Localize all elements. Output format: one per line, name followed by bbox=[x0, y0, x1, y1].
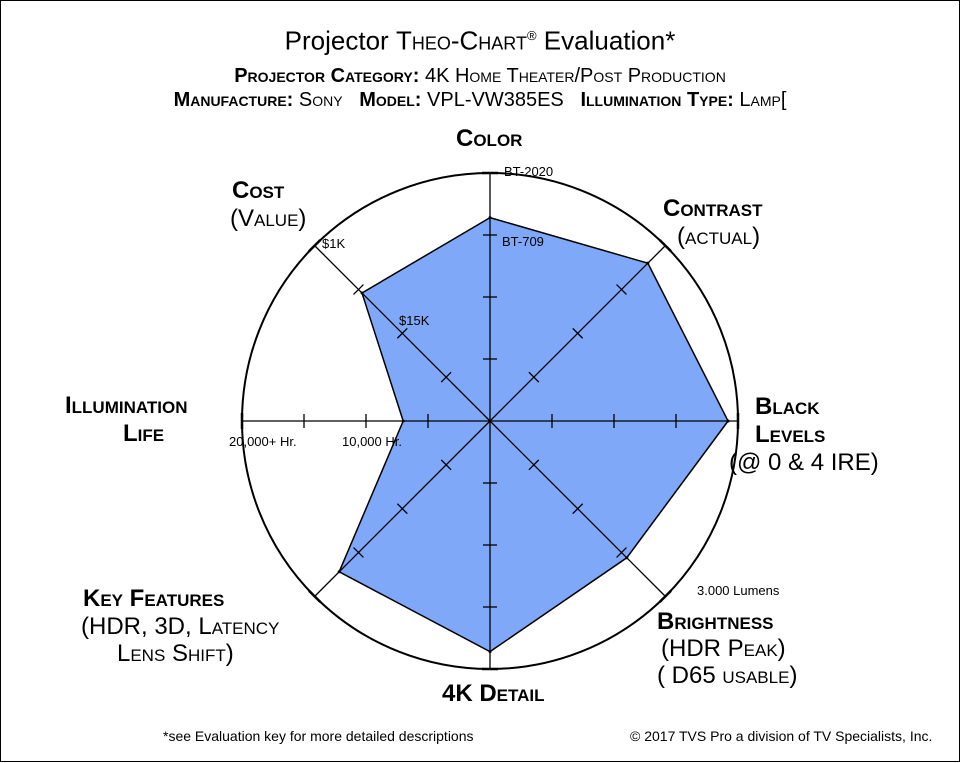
category-line: Projector Category: 4K Home Theater/Post… bbox=[1, 65, 959, 87]
tick-mark-cost-2 bbox=[396, 327, 408, 339]
axis-title-brightness-sub2: ( D65 usable) bbox=[657, 662, 797, 690]
radar-tick-label-layer: BT-2020 BT-709 $1K $15K 20,000+ Hr. 10,0… bbox=[229, 164, 780, 598]
axis-title-black: Black bbox=[755, 393, 820, 421]
tick-mark-brightness-4 bbox=[658, 589, 672, 603]
radar-axes-layer bbox=[240, 171, 740, 671]
axis-title-cost-sub: (Value) bbox=[230, 205, 306, 233]
tick-label-bt709: BT-709 bbox=[502, 234, 544, 249]
tick-mark-brightness-3 bbox=[616, 547, 627, 558]
axis-title-black-levels: Levels bbox=[755, 421, 825, 449]
tick-mark-brightness-1 bbox=[528, 459, 540, 471]
tick-label-lumens: 3.000 Lumens bbox=[697, 583, 780, 598]
tick-mark-cost-1 bbox=[440, 371, 452, 383]
chart-title: Projector Theo-Chart® Evaluation* bbox=[1, 19, 959, 58]
axis-title-color-text: Color bbox=[456, 125, 523, 152]
axis-title-black-levels-text: Levels bbox=[755, 421, 826, 448]
axis-title-brightness-sub1: (HDR Peak) bbox=[661, 635, 786, 663]
axis-title-cost-text: Cost bbox=[232, 177, 285, 204]
tick-mark-key-features-4 bbox=[308, 589, 322, 603]
copyright: © 2017 TVS Pro a division of TV Speciali… bbox=[630, 727, 932, 745]
axis-title-cost: Cost bbox=[232, 177, 284, 205]
category-value: 4K Home Theater/Post Production bbox=[424, 65, 726, 87]
footnote-text: *see Evaluation key for more detailed de… bbox=[163, 728, 474, 744]
axis-title-brightness: Brightness bbox=[657, 608, 774, 636]
axis-title-key-features-subtext1: (HDR, 3D, Latency bbox=[81, 613, 280, 640]
axis-title-contrast-text: Contrast bbox=[663, 195, 763, 222]
copyright-text: © 2017 TVS Pro a division of TV Speciali… bbox=[630, 728, 933, 744]
axis-title-brightness-subtext2: ( D65 usable) bbox=[657, 662, 798, 689]
axis-title-key-features: Key Features bbox=[83, 585, 224, 613]
manufacture-label: Manufacture: bbox=[173, 89, 294, 111]
tick-label-cost-15k: $15K bbox=[399, 313, 430, 328]
manufacture-value: Sony bbox=[298, 89, 343, 111]
axis-title-key-features-sub1: (HDR, 3D, Latency bbox=[81, 613, 279, 641]
illumination-type-value: Lamp[ bbox=[739, 89, 787, 111]
axis-title-illumination-text: Illumination bbox=[65, 392, 188, 419]
tick-mark-key-features-3 bbox=[353, 547, 364, 558]
tick-mark-contrast-1 bbox=[528, 371, 540, 383]
footnote: *see Evaluation key for more detailed de… bbox=[163, 727, 474, 745]
model-label: Model: bbox=[359, 89, 422, 111]
axis-title-contrast-subtext: (actual) bbox=[677, 223, 761, 250]
tick-label-cost-1k: $1K bbox=[322, 236, 345, 251]
tick-mark-contrast-2 bbox=[572, 327, 584, 339]
tick-label-life-10000: 10,000 Hr. bbox=[342, 434, 402, 449]
title-registered-mark: ® bbox=[526, 28, 537, 43]
tick-mark-brightness-2 bbox=[572, 503, 584, 515]
model-value: VPL-VW385ES bbox=[427, 89, 564, 111]
model-line: Manufacture: Sony Model: VPL-VW385ES Ill… bbox=[1, 89, 959, 111]
axis-title-brightness-text: Brightness bbox=[657, 608, 774, 635]
axis-title-contrast: Contrast bbox=[663, 195, 763, 223]
axis-title-brightness-subtext1: (HDR Peak) bbox=[661, 635, 786, 662]
axis-title-black-text: Black bbox=[755, 393, 820, 420]
axis-title-illumination: Illumination bbox=[65, 392, 188, 420]
axis-title-illumination-life: Life bbox=[123, 420, 164, 448]
tick-mark-key-features-1 bbox=[440, 459, 452, 471]
title-brand: Theo-Chart bbox=[395, 25, 527, 56]
axis-title-contrast-sub: (actual) bbox=[677, 223, 760, 251]
axis-title-cost-subtext: (Value) bbox=[230, 205, 307, 232]
axis-title-black-subtext: (@ 0 & 4 IRE) bbox=[729, 449, 879, 476]
axis-title-key-features-sub2: Lens Shift) bbox=[117, 640, 234, 668]
axis-title-black-sub: (@ 0 & 4 IRE) bbox=[729, 449, 879, 477]
tick-label-bt2020: BT-2020 bbox=[504, 164, 553, 179]
axis-title-key-features-text: Key Features bbox=[83, 585, 225, 612]
tick-mark-contrast-3 bbox=[616, 284, 627, 295]
axis-title-4k-detail-text: 4K Detail bbox=[442, 680, 545, 707]
tick-label-life-20000: 20,000+ Hr. bbox=[229, 434, 297, 449]
tick-mark-contrast-4 bbox=[658, 239, 672, 253]
axis-title-4k-detail: 4K Detail bbox=[442, 680, 545, 708]
title-prefix: Projector bbox=[284, 25, 389, 56]
tick-mark-cost-3 bbox=[353, 284, 364, 295]
tick-mark-key-features-2 bbox=[396, 503, 408, 515]
axis-title-color: Color bbox=[456, 125, 522, 153]
category-label: Projector Category: bbox=[234, 65, 420, 87]
axis-title-key-features-subtext2: Lens Shift) bbox=[117, 640, 234, 667]
title-suffix: Evaluation* bbox=[543, 25, 676, 56]
tick-mark-cost-4 bbox=[308, 239, 322, 253]
illumination-type-label: Illumination Type: bbox=[580, 89, 734, 111]
axis-title-illumination-life-text: Life bbox=[123, 420, 165, 447]
